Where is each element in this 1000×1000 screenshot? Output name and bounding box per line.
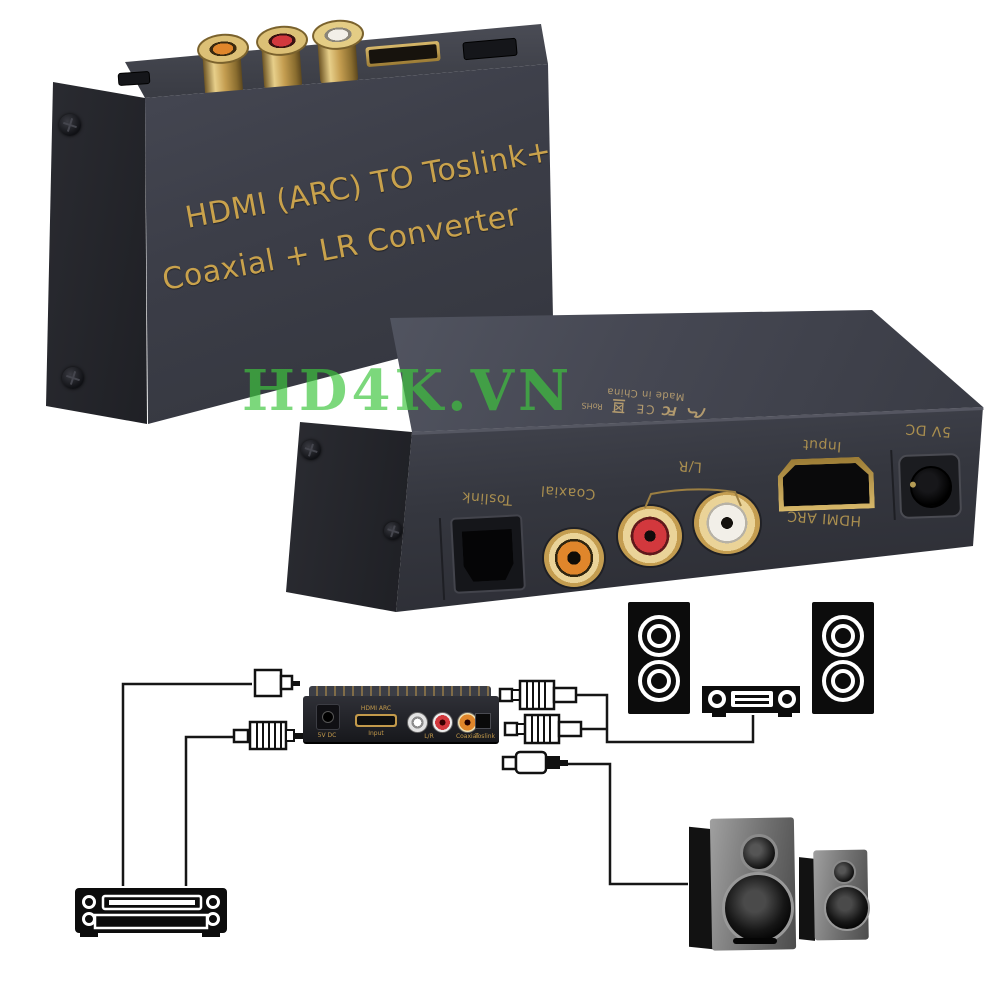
screw-icon <box>59 114 81 136</box>
diagram-hdmi-port <box>355 714 397 727</box>
diagram-toslink-label: Toslink <box>474 733 496 740</box>
av-receiver-icon <box>75 888 227 937</box>
rca-plug-icon <box>232 720 308 751</box>
diagram-coaxial-label: Coaxial <box>455 733 479 740</box>
diagram-audio-left-port <box>407 712 428 733</box>
audio-right-port <box>618 506 682 566</box>
tweeter <box>832 860 856 884</box>
certification-marks: FC CE RoHS Made in China <box>519 371 772 434</box>
connection-lines <box>121 682 755 886</box>
speakers-photo <box>688 816 818 956</box>
device-side-face <box>46 82 147 424</box>
watermark: HD4K.VN <box>242 358 574 424</box>
speaker-icon <box>628 602 690 714</box>
cert-logo-icon <box>687 408 706 419</box>
diagram-dc-port <box>316 704 340 730</box>
screw-icon <box>62 367 84 389</box>
diagram-converter: 5V DC HDMI ARC Input L/R Coaxial Toslink <box>303 686 499 752</box>
connection-line <box>184 735 233 886</box>
rca-plug-plain-icon <box>501 750 568 775</box>
speaker-vent <box>733 938 777 944</box>
speaker-icon <box>812 602 874 714</box>
diagram-audio-right-port <box>432 712 453 733</box>
speakers-photo <box>798 848 878 944</box>
diagram-toslink-port <box>475 713 491 729</box>
woofer <box>824 885 870 931</box>
screw-icon <box>384 522 402 540</box>
diagram-input-label: Input <box>368 730 384 737</box>
weee-bin-icon <box>612 399 626 414</box>
tweeter <box>740 834 778 872</box>
diagram-hdmi-arc-label: HDMI ARC <box>360 705 392 712</box>
cert-marks-row: FC CE RoHS <box>581 397 708 422</box>
woofer <box>722 872 794 944</box>
diagram-power-label: 5V DC <box>317 732 337 739</box>
toslink-plug-icon <box>253 668 300 698</box>
diagram-lr-label: L/R <box>424 733 434 740</box>
rca-plug-icon <box>503 713 583 745</box>
mini-system-icon <box>702 686 800 717</box>
screw-icon <box>301 440 321 460</box>
rca-plug-icon <box>498 679 578 711</box>
lr-bracket <box>644 488 742 509</box>
connection-line <box>121 682 252 886</box>
coaxial-port <box>544 529 604 587</box>
connection-line <box>576 693 755 744</box>
connection-line <box>568 762 688 886</box>
audio-left-port <box>694 492 760 554</box>
